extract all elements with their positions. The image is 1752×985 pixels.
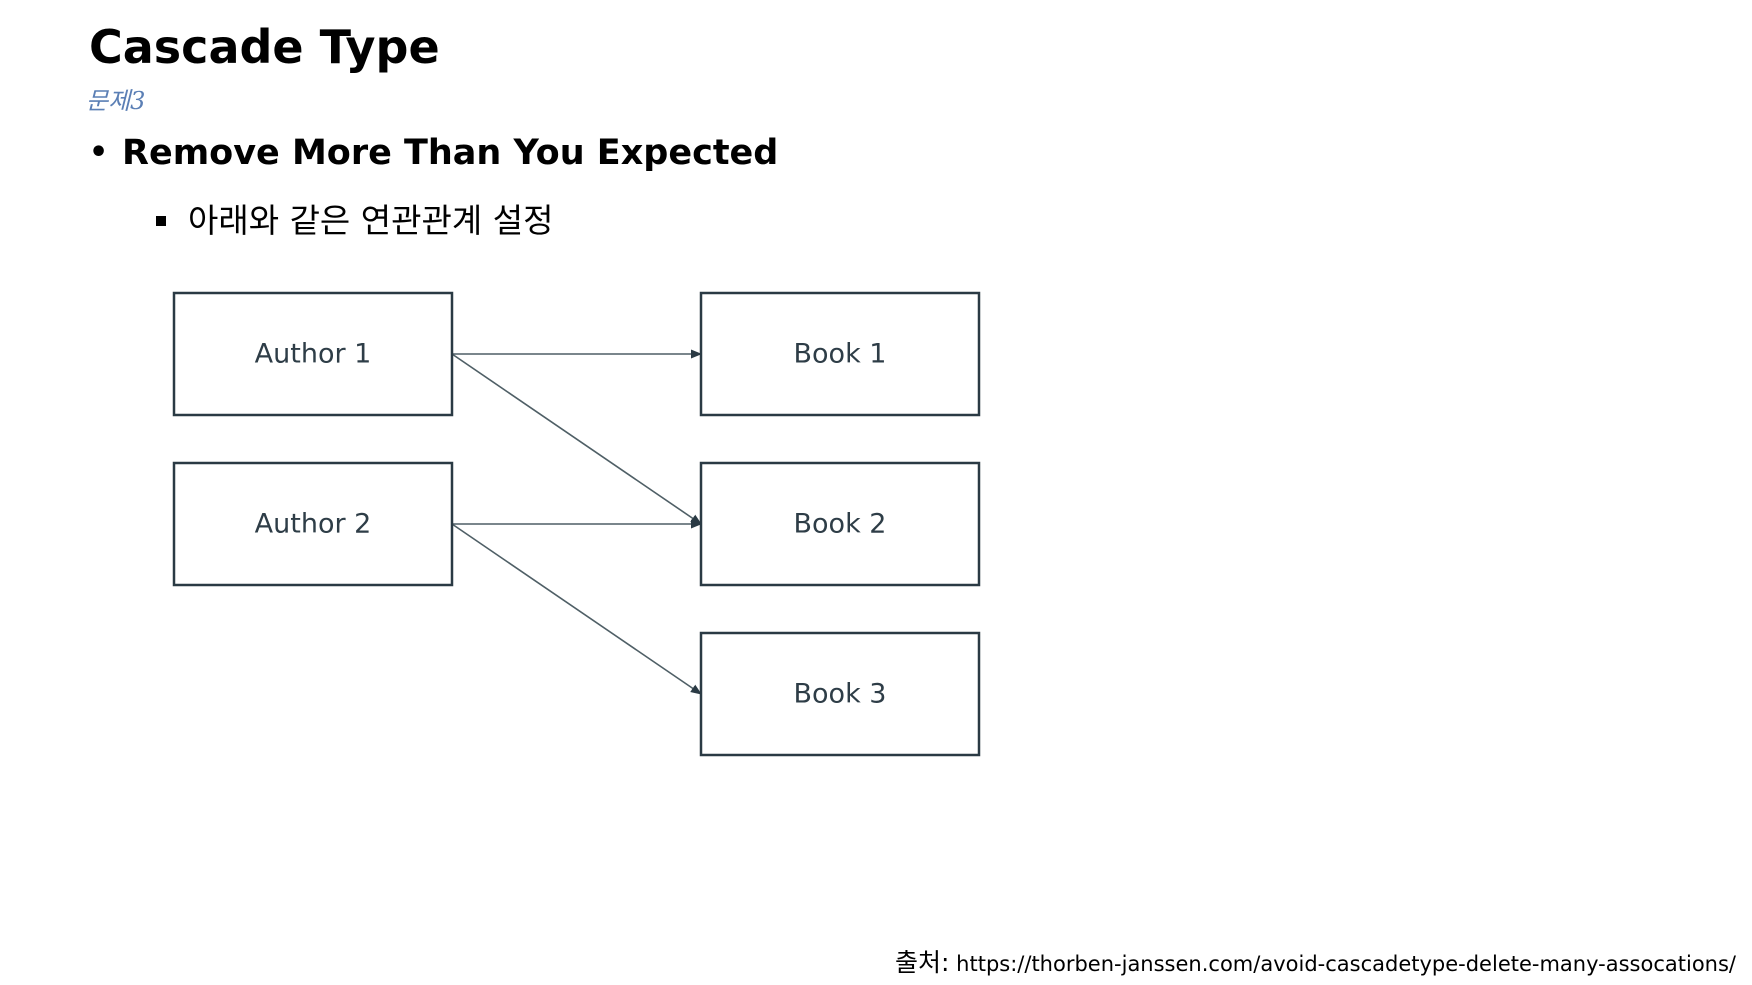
author-box-rect [172, 291, 454, 417]
book-box-1: Book 1 [699, 291, 981, 417]
square-bullet-icon [156, 216, 166, 226]
book-label: Book 1 [794, 339, 887, 370]
slide-title: Cascade Type [89, 20, 440, 74]
nodes-layer: Author 1 Author 2 Book 1 Book 2 Book 3 [172, 291, 981, 757]
book-box-rect [699, 291, 981, 417]
main-bullet: • Remove More Than You Expected [89, 126, 778, 180]
book-box-2: Book 2 [699, 461, 981, 587]
author-box-rect [172, 461, 454, 587]
handwritten-note: 문제3 [86, 87, 146, 115]
book-box-3: Book 3 [699, 631, 981, 757]
main-bullet-text: Remove More Than You Expected [122, 133, 779, 173]
source-prefix: 출처: [895, 948, 950, 977]
author-label: Author 2 [255, 509, 372, 540]
source-url[interactable]: https://thorben-janssen.com/avoid-cascad… [956, 952, 1736, 976]
edge-author1-book2 [451, 353, 702, 525]
author-box-2: Author 2 [172, 461, 454, 587]
sub-bullet: 아래와 같은 연관관계 설정 [156, 196, 553, 246]
book-label: Book 3 [794, 679, 887, 710]
edges-layer [451, 349, 703, 695]
book-label: Book 2 [794, 509, 887, 540]
sub-bullet-text: 아래와 같은 연관관계 설정 [188, 201, 554, 240]
edge-author2-book3 [451, 523, 702, 695]
source-citation: 출처: https://thorben-janssen.com/avoid-ca… [895, 946, 1736, 981]
book-box-rect [699, 631, 981, 757]
bullet-dot-icon: • [89, 135, 109, 170]
book-box-rect [699, 461, 981, 587]
author-box-1: Author 1 [172, 291, 454, 417]
author-label: Author 1 [255, 339, 372, 370]
